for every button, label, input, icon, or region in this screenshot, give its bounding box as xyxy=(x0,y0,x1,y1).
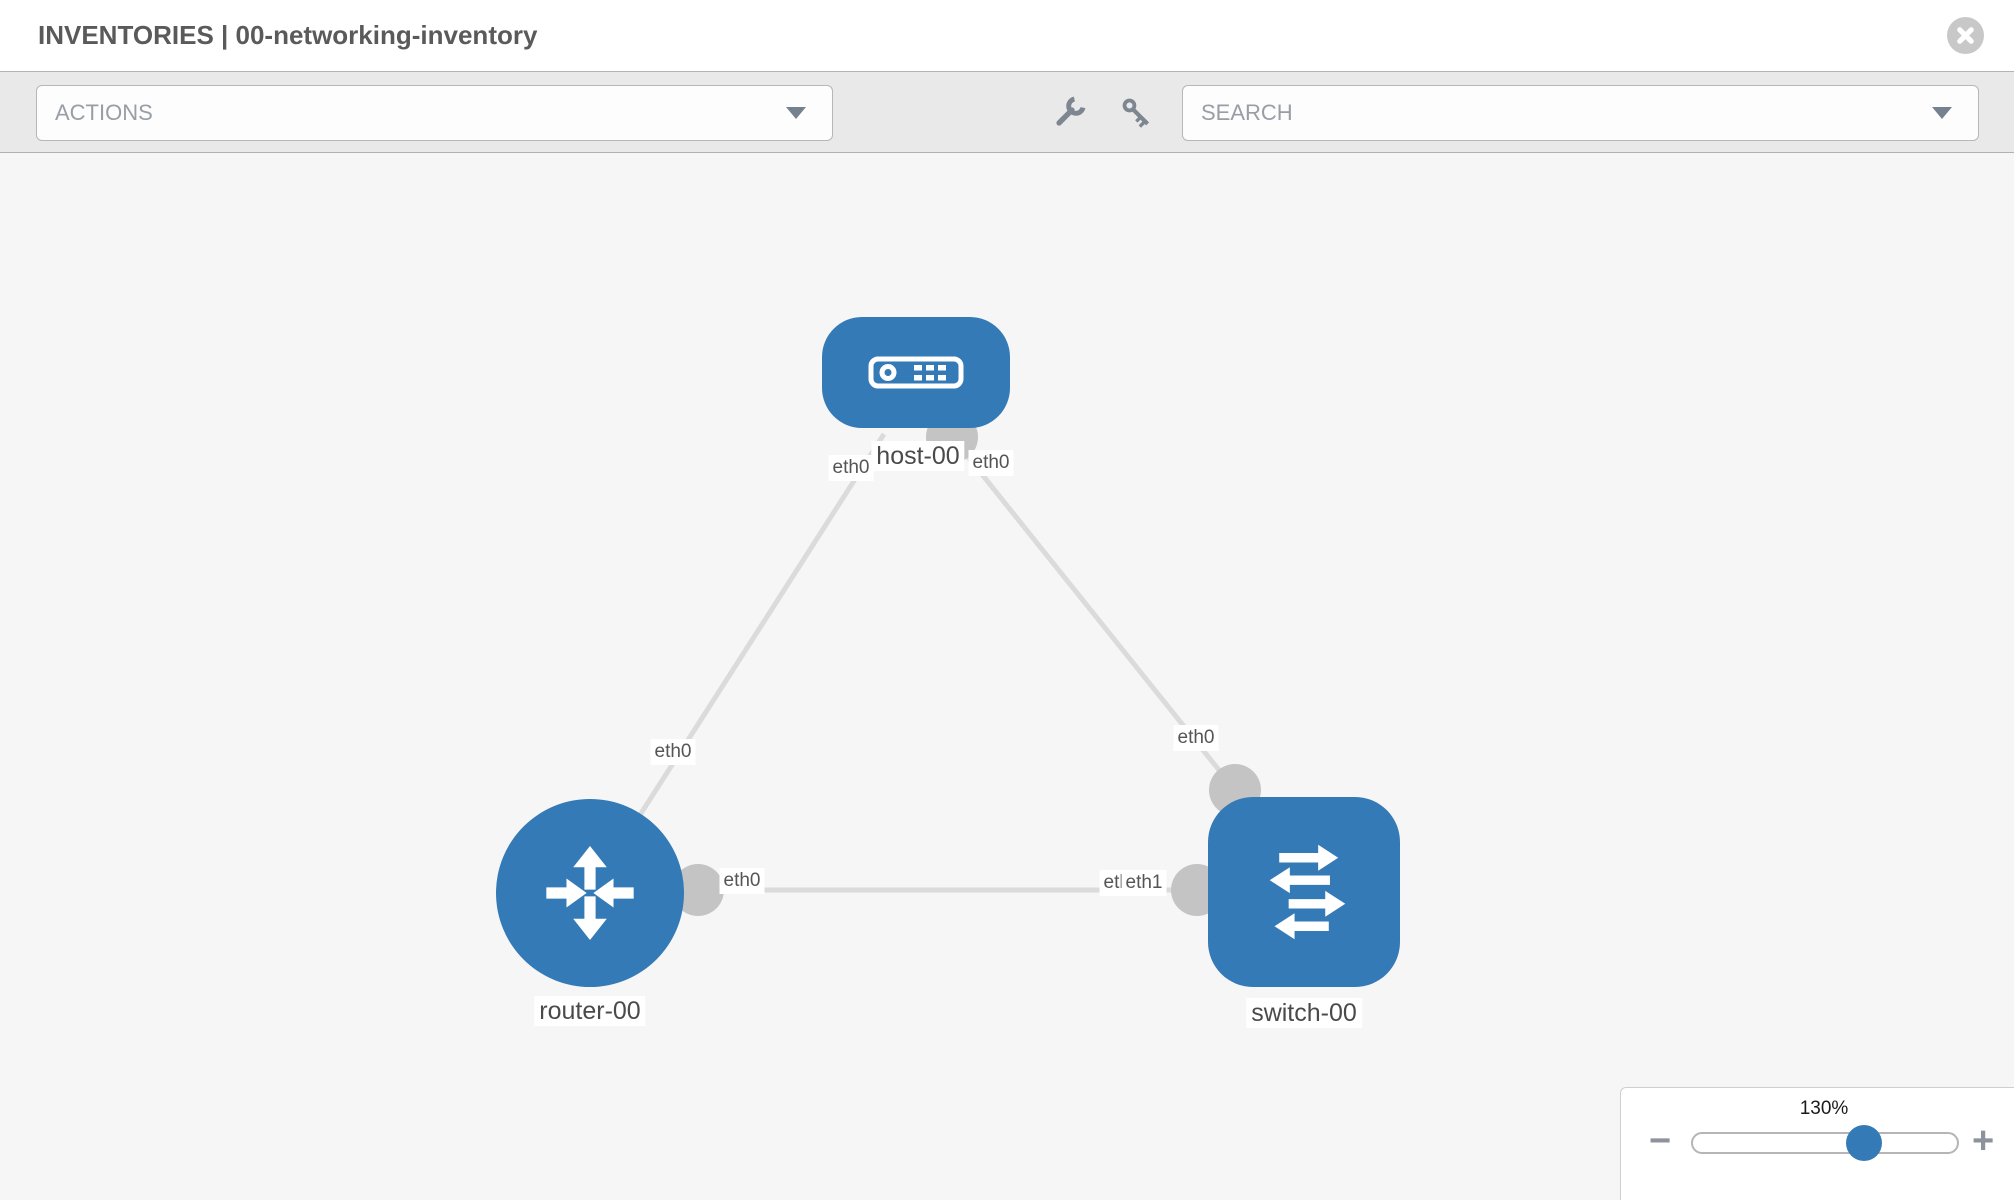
node-router-00[interactable] xyxy=(496,799,684,987)
topology-canvas[interactable]: host-00 router-00 switch-00 eth0 eth0 et… xyxy=(0,153,2014,1200)
iface-label-switch-to-host: eth0 xyxy=(1173,725,1219,751)
switch-icon xyxy=(1269,844,1346,940)
node-switch-00[interactable] xyxy=(1208,797,1400,987)
wrench-icon xyxy=(1056,96,1086,126)
zoom-level-value: 130% xyxy=(1799,1098,1849,1119)
topology-toolbar: ACTIONS SEARCH xyxy=(0,72,2014,153)
iface-label-router-to-switch: eth0 xyxy=(719,868,765,894)
iface-label-host-to-switch: eth0 xyxy=(968,450,1014,476)
iface-label-switch-to-router: eth1 xyxy=(1121,870,1167,896)
actions-dropdown[interactable]: ACTIONS xyxy=(36,85,833,141)
host-icon xyxy=(868,356,964,389)
zoom-slider-track[interactable] xyxy=(1691,1132,1959,1154)
zoom-in-button[interactable]: + xyxy=(1972,1120,1995,1162)
zoom-out-button[interactable]: − xyxy=(1649,1120,1672,1162)
close-button[interactable] xyxy=(1947,17,1984,54)
zoom-control-panel: 130% − + xyxy=(1620,1087,2014,1200)
iface-label-router-to-host: eth0 xyxy=(650,739,696,765)
router-icon xyxy=(546,845,634,941)
breadcrumb-header: INVENTORIES | 00-networking-inventory xyxy=(0,0,2014,72)
key-icon xyxy=(1122,98,1150,128)
credentials-button[interactable] xyxy=(1116,92,1158,134)
close-icon xyxy=(1957,27,1974,44)
topology-links-layer xyxy=(587,411,1261,916)
chevron-down-icon xyxy=(1932,107,1952,119)
search-placeholder: SEARCH xyxy=(1201,100,1293,125)
node-label-router: router-00 xyxy=(534,996,646,1026)
node-host-00[interactable] xyxy=(822,317,1010,428)
page-title: INVENTORIES | 00-networking-inventory xyxy=(38,20,538,50)
interface-dot-router xyxy=(672,864,724,916)
node-label-switch: switch-00 xyxy=(1246,998,1362,1028)
node-label-host: host-00 xyxy=(871,441,965,471)
zoom-slider-knob[interactable] xyxy=(1846,1125,1882,1161)
iface-label-host-to-router: eth0 xyxy=(828,455,874,481)
configure-button[interactable] xyxy=(1048,92,1090,134)
actions-dropdown-label: ACTIONS xyxy=(55,100,153,125)
chevron-down-icon xyxy=(786,107,806,119)
search-dropdown[interactable]: SEARCH xyxy=(1182,85,1979,141)
